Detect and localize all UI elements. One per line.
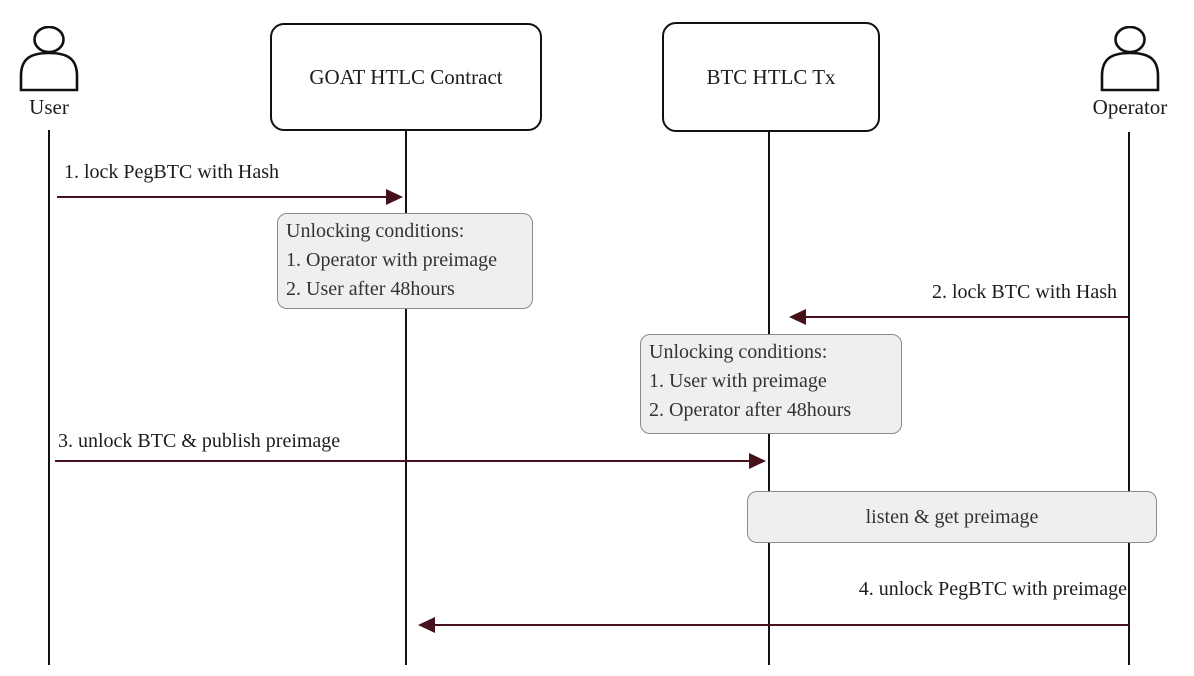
user-actor-label: User [29, 95, 69, 119]
message-3-arrow-line [55, 460, 749, 462]
goat-unlock-note: Unlocking conditions: 1. Operator with p… [277, 213, 533, 309]
user-actor [18, 25, 80, 92]
person-icon [19, 25, 79, 92]
listen-action-label: listen & get preimage [865, 505, 1039, 528]
message-4-arrowhead-icon [418, 617, 435, 633]
message-3-label: 3. unlock BTC & publish preimage [58, 430, 341, 452]
note-line: 2. Operator after 48hours [649, 399, 852, 421]
participant-goat-contract-label: GOAT HTLC Contract [309, 64, 503, 89]
note-line: Unlocking conditions: [286, 220, 465, 242]
message-1-label: 1. lock PegBTC with Hash [64, 161, 279, 183]
note-line: 1. User with preimage [649, 370, 827, 392]
message-3-arrowhead-icon [749, 453, 766, 469]
message-1-arrow-line [57, 196, 387, 198]
message-2-arrow-line [806, 316, 1128, 318]
lifeline-user [48, 130, 50, 665]
message-4-arrow-line [435, 624, 1129, 626]
participant-goat-contract: GOAT HTLC Contract [270, 23, 542, 131]
note-line: 2. User after 48hours [286, 278, 455, 300]
listen-action-box: listen & get preimage [747, 491, 1157, 543]
btc-unlock-note: Unlocking conditions: 1. User with preim… [640, 334, 902, 434]
lifeline-operator [1128, 132, 1130, 665]
operator-actor [1099, 25, 1161, 92]
message-1-arrowhead-icon [386, 189, 403, 205]
note-line: Unlocking conditions: [649, 341, 828, 363]
message-2-label: 2. lock BTC with Hash [932, 281, 1117, 303]
lifeline-goat-contract [405, 131, 407, 665]
note-line: 1. Operator with preimage [286, 249, 498, 271]
person-icon [1100, 25, 1160, 92]
message-4-label: 4. unlock PegBTC with preimage [858, 578, 1127, 600]
operator-actor-label: Operator [1092, 95, 1168, 119]
participant-btc-tx: BTC HTLC Tx [662, 22, 880, 132]
participant-btc-tx-label: BTC HTLC Tx [706, 64, 836, 89]
message-2-arrowhead-icon [789, 309, 806, 325]
